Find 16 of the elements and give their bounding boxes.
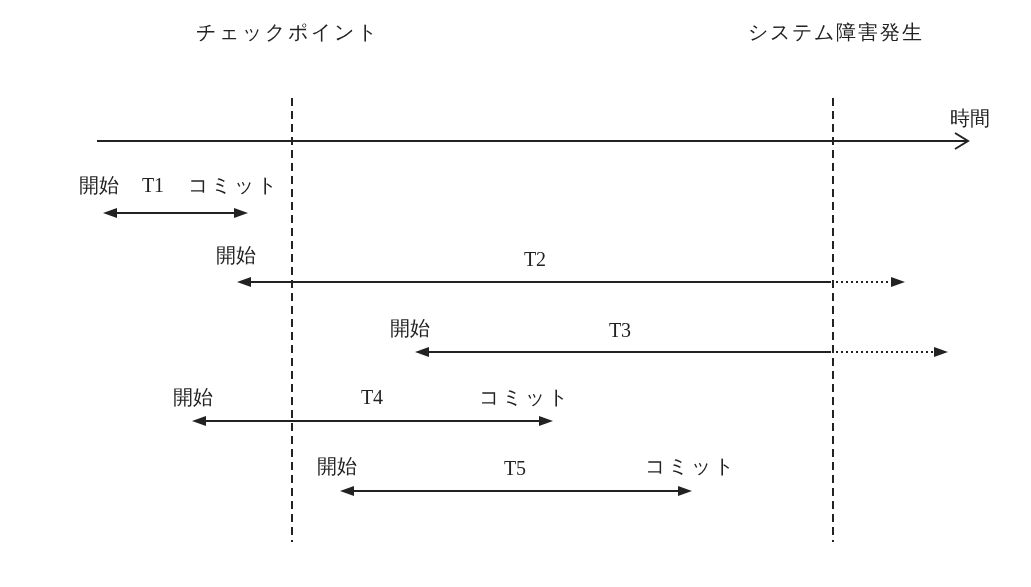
- event-label: 開始: [390, 317, 430, 339]
- transaction-label: T2: [523, 248, 547, 270]
- event-label: 開始: [317, 455, 357, 477]
- transaction-label: T1: [141, 174, 165, 196]
- transaction-label: T4: [360, 386, 384, 408]
- column-heading: システム障害発生: [748, 21, 924, 43]
- transaction-label: T3: [608, 319, 632, 341]
- event-label: 開始: [216, 244, 256, 266]
- transaction-label: T5: [503, 457, 527, 479]
- axis-label: 時間: [950, 107, 990, 129]
- event-label: 開始: [79, 174, 119, 196]
- event-label: 開始: [173, 386, 213, 408]
- event-label: コミット: [479, 386, 571, 408]
- column-heading: チェックポイント: [196, 21, 380, 43]
- event-label: コミット: [645, 455, 737, 477]
- event-label: コミット: [188, 174, 280, 196]
